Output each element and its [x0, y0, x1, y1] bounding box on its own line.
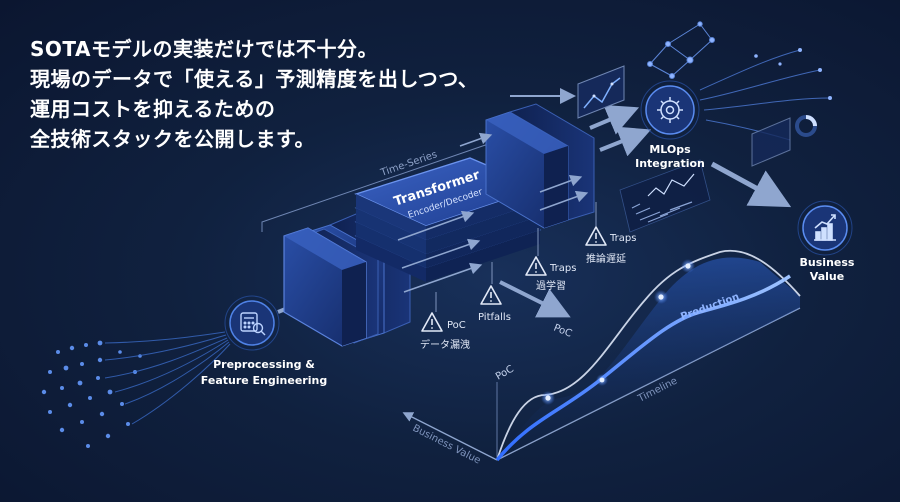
y-axis	[402, 412, 498, 461]
poc-arrow-label: PoC	[552, 323, 574, 340]
donut-chart-icon	[795, 115, 817, 137]
gear-brain-icon	[657, 97, 683, 123]
pitfall-latency: Traps 推論遅延	[585, 226, 636, 265]
preprocessing-label-line2: Feature Engineering	[201, 374, 327, 387]
headline: SOTAモデルの実装だけでは不十分。 現場のデータで「使える」予測精度を出しつつ…	[30, 34, 500, 154]
mlops-connector-lines	[699, 49, 831, 141]
input-stream-lines	[104, 331, 231, 425]
pitfall-overfit-title: Traps	[549, 263, 576, 274]
network-graph	[647, 21, 715, 79]
pitfall-poc-caption: データ漏洩	[420, 338, 470, 351]
mlops-label-line2: Integration	[635, 157, 705, 170]
input-data-stream	[41, 340, 142, 448]
monitor-chart-panel	[577, 65, 625, 119]
preprocessing-label-line1: Preprocessing &	[213, 358, 315, 371]
bar-chart-panel	[751, 117, 791, 167]
arrow-to-mlops	[589, 105, 640, 135]
pitfall-latency-title: Traps	[609, 233, 636, 244]
warning-triangle-icon	[525, 256, 547, 276]
headline-line-2: 現場のデータで「使える」予測精度を出しつつ、	[30, 67, 479, 91]
y-axis-label: Business Value	[411, 423, 483, 467]
pitfall-pitfalls-title: Pitfalls	[478, 312, 511, 323]
connector-dots	[754, 48, 832, 100]
warning-triangle-icon	[480, 285, 502, 305]
growth-chart-icon	[814, 214, 836, 241]
preprocessing-node: Preprocessing & Feature Engineering	[201, 295, 327, 387]
pitfall-pitfalls: Pitfalls	[478, 285, 511, 323]
value-area	[497, 257, 800, 460]
headline-line-4: 全技術スタックを公開します。	[30, 127, 315, 151]
calculator-magnifier-icon	[240, 312, 266, 336]
pitfall-poc: PoC データ漏洩	[420, 312, 470, 351]
headline-line-1: SOTAモデルの実装だけでは不十分。	[30, 37, 378, 61]
encoder-blocks	[283, 213, 411, 347]
plateau-curve	[496, 249, 801, 461]
decoder-blocks	[485, 103, 595, 229]
warning-triangle-icon	[421, 312, 443, 332]
pitfall-latency-caption: 推論遅延	[586, 252, 626, 265]
pitfall-markers	[435, 202, 597, 312]
poc-arrow	[499, 280, 571, 318]
pitfall-overfit-caption: 過学習	[536, 279, 566, 292]
business-label-line2: Value	[810, 270, 844, 283]
mlops-node: MLOps Integration	[635, 80, 705, 170]
business-label-line1: Business	[800, 256, 855, 269]
warning-triangle-icon	[585, 226, 607, 246]
headline-line-3: 運用コストを抑えるための	[30, 97, 276, 121]
stage-poc-label: PoC	[494, 364, 516, 383]
arrow-to-business	[710, 161, 792, 208]
business-value-node: Business Value	[797, 200, 855, 283]
waveform-panel	[619, 159, 711, 233]
pitfall-overfit: Traps 過学習	[525, 256, 576, 292]
pitfall-poc-title: PoC	[447, 320, 466, 331]
flow-arrows	[397, 132, 589, 293]
arrow-to-mlops-2	[599, 126, 652, 157]
mlops-label-line1: MLOps	[649, 143, 691, 156]
growth-curve	[495, 274, 791, 462]
value-timeline-chart: Business Value Timeline PoC Production	[402, 249, 801, 467]
